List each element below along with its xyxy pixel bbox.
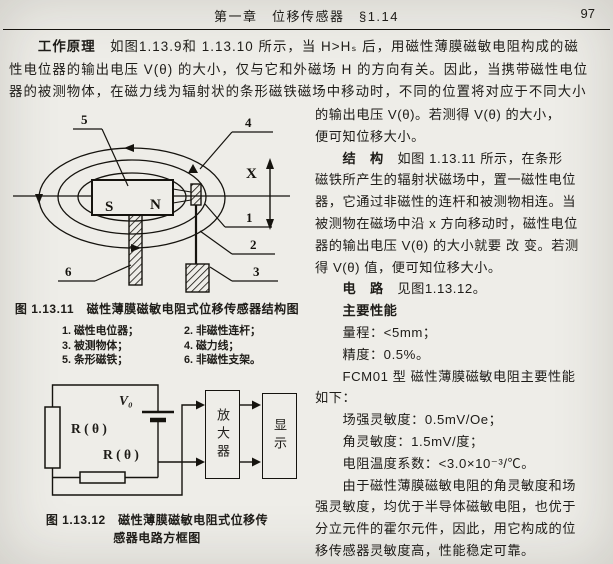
measured-object xyxy=(185,263,210,293)
header-rule xyxy=(3,29,610,30)
callout-2: 2 xyxy=(250,237,257,252)
resistor-left-label: R ( θ ) xyxy=(71,421,107,436)
callout-6: 6 xyxy=(65,264,72,279)
text-line: 场强灵敏度：0.5mV/Oe； xyxy=(315,409,613,431)
line-text: 角灵敏度：1.5mV/度； xyxy=(315,433,484,449)
magnet-pole-s-label: S xyxy=(105,199,113,215)
line-text: 磁铁所产生的辐射状磁场中，置一磁性电位 xyxy=(315,172,577,188)
text-line: 电阻温度系数：<3.0×10⁻³/℃。 xyxy=(315,453,613,475)
resistor-bottom-symbol xyxy=(79,471,126,484)
line-text: FCM01 型 磁性薄膜磁敏电阻主要性能 xyxy=(315,368,576,384)
line-text: 强灵敏度，均优于半导体磁敏电阻，也优于 xyxy=(315,499,577,515)
leader-lines xyxy=(58,128,278,282)
legend-item: 3. 被测物体； xyxy=(62,339,128,352)
bold-term: 主要性能 xyxy=(315,303,398,319)
line-text: 精度：0.5%。 xyxy=(315,346,430,362)
callout-1: 1 xyxy=(246,210,253,225)
display-box: 显示 xyxy=(262,393,297,479)
text-line: 如下： xyxy=(315,387,613,409)
magnet-pole-n-label: N xyxy=(150,197,161,213)
text-line: 器的输出电压 V(θ) 的大小就要 改 变。若测 xyxy=(315,235,613,257)
line-text: 电阻温度系数：<3.0×10⁻³/℃。 xyxy=(315,455,536,471)
bold-term: 工作原理 xyxy=(9,39,96,54)
text-line: 器的被测物体，在磁力线为辐射状的条形磁铁磁场中移动时，不同的位置将对应于不同大小 xyxy=(9,81,609,104)
resistor-left-symbol xyxy=(44,406,61,469)
supply-voltage-label: V₀ xyxy=(119,393,133,408)
magnetic-potentiometer xyxy=(190,183,202,206)
text-line: 器，它通过非磁性的连杆和被测物相连。当 xyxy=(315,191,613,213)
figure2-caption-line1: 图 1.13.12 磁性薄膜磁敏电阻式位移传 xyxy=(45,513,269,527)
text-line: 强灵敏度，均优于半导体磁敏电阻，也优于 xyxy=(315,496,613,518)
x-axis-arrowheads xyxy=(266,158,274,230)
figure-structure-diagram: S N 5 4 X 1 2 3 6 xyxy=(13,112,290,293)
support-bracket xyxy=(128,214,143,286)
bar-magnet xyxy=(91,179,174,216)
line-text: 如下： xyxy=(315,390,357,406)
line-text: 场强灵敏度：0.5mV/Oe； xyxy=(315,412,503,428)
line-text: 如图 1.13.11 所示，在条形 xyxy=(383,150,563,166)
text-line: FCM01 型 磁性薄膜磁敏电阻主要性能 xyxy=(315,366,613,388)
line-text: 移传感器灵敏度高，性能稳定可靠。 xyxy=(315,542,535,558)
line-text: 如图1.13.9和 1.13.10 所示，当 H>Hₛ 后，用磁性薄膜磁敏电阻构… xyxy=(95,39,579,54)
text-line: 由于磁性薄膜磁敏电阻的角灵敏度和场 xyxy=(315,475,613,497)
amplifier-box: 放大器 xyxy=(205,390,240,479)
text-line: 工作原理 如图1.13.9和 1.13.10 所示，当 H>Hₛ 后，用磁性薄膜… xyxy=(9,36,609,59)
text-line: 量程：<5mm； xyxy=(315,322,613,344)
text-line: 精度：0.5%。 xyxy=(315,344,613,366)
text-line: 磁铁所产生的辐射状磁场中，置一磁性电位 xyxy=(315,169,613,191)
figure-circuit-diagram: V₀ R ( θ ) R ( θ ) 放大器 显示 xyxy=(33,383,305,505)
line-text: 的输出电压 V(θ)。若测得 V(θ) 的大小， xyxy=(315,107,561,122)
callout-5: 5 xyxy=(81,112,88,127)
running-header: 第一章 位移传感器 §1.14 xyxy=(213,9,400,24)
line-text: 被测物在磁场中沿 x 方向移动时，磁性电位 xyxy=(315,215,578,231)
callout-4: 4 xyxy=(245,115,252,130)
text-line: 得 V(θ) 值，便可知位移大小。 xyxy=(315,257,613,279)
pole-fan-lines xyxy=(172,188,192,204)
resistor-bottom-label: R ( θ ) xyxy=(103,447,139,462)
line-text: 见图1.13.12。 xyxy=(383,281,487,297)
callout-3: 3 xyxy=(253,264,260,279)
figure1-caption: 图 1.13.11 磁性薄膜磁敏电阻式位移传感器结构图 xyxy=(14,302,300,316)
text-line: 角灵敏度：1.5mV/度； xyxy=(315,431,613,453)
line-text: 由于磁性薄膜磁敏电阻的角灵敏度和场 xyxy=(315,477,577,493)
text-line: 电 路 见图1.13.12。 xyxy=(315,278,613,300)
line-text: 器的输出电压 V(θ) 的大小就要 改 变。若测 xyxy=(315,237,579,253)
line-text: 便可知位移大小。 xyxy=(315,128,425,144)
figure2-caption-line2: 感器电路方框图 xyxy=(113,531,201,545)
circuit-wiring xyxy=(44,384,261,496)
x-axis-label: X xyxy=(246,166,257,182)
right-text-column: 的输出电压 V(θ)。若测得 V(θ) 的大小， 便可知位移大小。 结 构 如图… xyxy=(315,104,613,562)
bold-term: 结 构 xyxy=(315,150,384,166)
line-text: 器，它通过非磁性的连杆和被测物相连。当 xyxy=(315,194,577,210)
intro-paragraph: 工作原理 如图1.13.9和 1.13.10 所示，当 H>Hₛ 后，用磁性薄膜… xyxy=(9,36,609,104)
line-text: 性电位器的输出电压 V(θ) 的大小，仅与它和外磁场 H 的方向有关。因此，当携… xyxy=(9,61,589,77)
line-text: 量程：<5mm； xyxy=(315,324,437,340)
legend-item: 4. 磁力线； xyxy=(184,339,240,352)
legend-item: 5. 条形磁铁； xyxy=(62,354,128,367)
figure1-legend: 1. 磁性电位器； 2. 非磁性连杆； 3. 被测物体； 4. 磁力线； 5. … xyxy=(62,324,287,368)
text-line: 的输出电压 V(θ)。若测得 V(θ) 的大小， xyxy=(315,104,613,126)
text-line: 结 构 如图 1.13.11 所示，在条形 xyxy=(315,148,613,170)
line-text: 器的被测物体，在磁力线为辐射状的条形磁铁磁场中移动时，不同的位置将对应于不同大小 xyxy=(9,84,587,100)
line-text: 得 V(θ) 值，便可知位移大小。 xyxy=(315,259,502,275)
line-text: 分立元件的霍尔元件，因此，用它构成的位 xyxy=(315,521,577,537)
legend-item: 1. 磁性电位器； xyxy=(62,325,139,337)
text-line: 性电位器的输出电压 V(θ) 的大小，仅与它和外磁场 H 的方向有关。因此，当携… xyxy=(9,59,609,82)
text-line: 主要性能 xyxy=(315,300,613,322)
signal-arrows xyxy=(196,400,261,467)
text-line: 便可知位移大小。 xyxy=(315,126,613,148)
text-line: 分立元件的霍尔元件，因此，用它构成的位 xyxy=(315,518,613,540)
page-number: 97 xyxy=(580,6,595,21)
bold-term: 电 路 xyxy=(315,281,384,297)
text-line: 被测物在磁场中沿 x 方向移动时，磁性电位 xyxy=(315,213,613,235)
text-line: 移传感器灵敏度高，性能稳定可靠。 xyxy=(315,540,613,562)
legend-item: 6. 非磁性支架。 xyxy=(184,354,261,367)
legend-item: 2. 非磁性连杆； xyxy=(184,325,261,337)
